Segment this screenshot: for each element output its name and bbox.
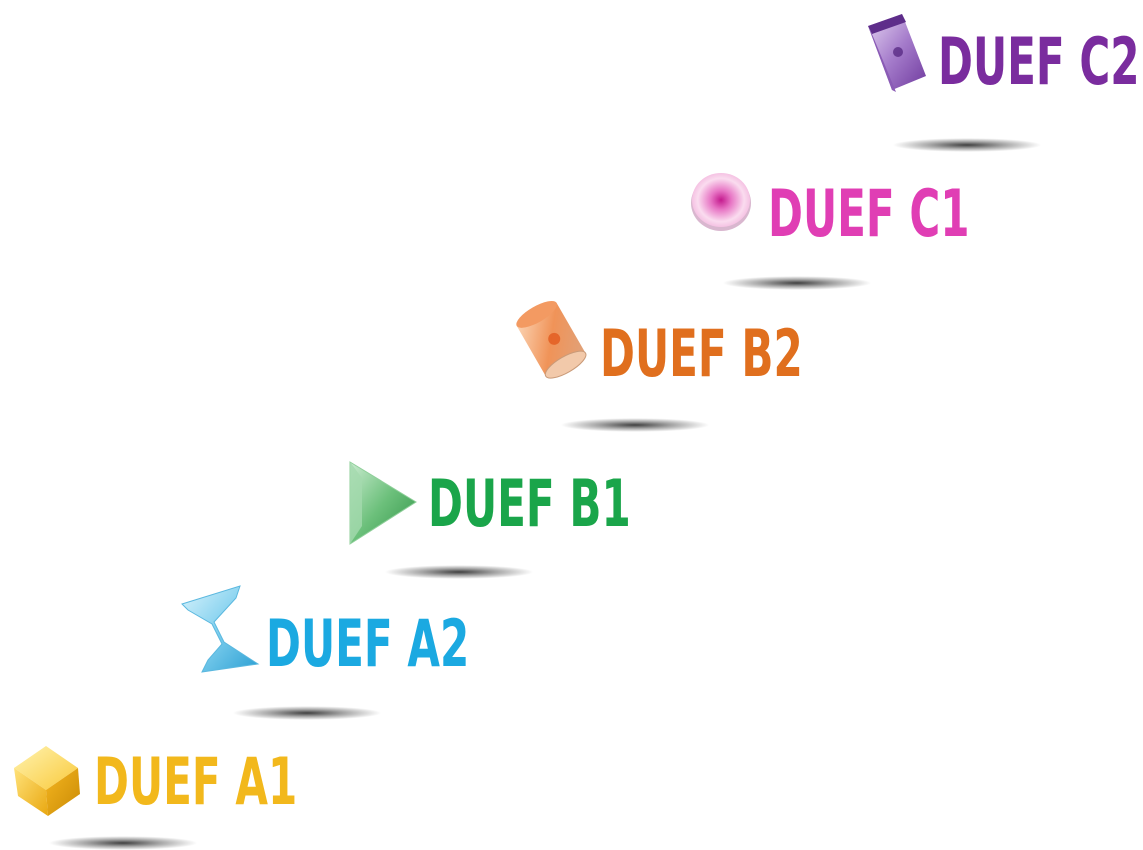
step-label: DUEF B2: [600, 316, 803, 392]
sphere-icon: [691, 173, 751, 231]
step-label: DUEF A2: [266, 606, 470, 682]
box-icon: [868, 14, 926, 92]
step-shadow: [892, 138, 1042, 152]
step-label: DUEF A1: [94, 744, 298, 820]
hourglass-icon: [181, 585, 260, 673]
step-shadow: [232, 706, 382, 720]
step-shadow: [48, 836, 198, 850]
step-label: DUEF C1: [768, 176, 970, 252]
step-label: DUEF B1: [428, 466, 631, 542]
step-shadow: [560, 418, 710, 432]
cylinder-icon: [516, 300, 587, 379]
cube-icon: [14, 746, 80, 816]
step-label: DUEF C2: [938, 24, 1140, 100]
play-triangle-icon: [349, 461, 417, 545]
step-shadow: [384, 565, 534, 579]
step-shadow: [722, 276, 872, 290]
